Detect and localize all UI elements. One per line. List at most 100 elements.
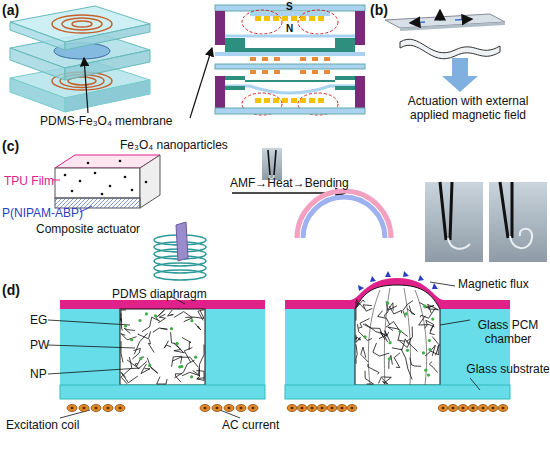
nanoparticle (389, 341, 392, 344)
induction-coil (154, 222, 206, 280)
graphite-fiber (174, 312, 192, 322)
graphite-fiber (135, 361, 147, 369)
coil-turn (115, 405, 125, 412)
leader-arrow (190, 48, 212, 118)
graphite-fiber (407, 327, 418, 352)
nanoparticle (148, 364, 151, 367)
part-label: NP (30, 367, 47, 381)
coil-turn (438, 405, 448, 412)
nanoparticle (178, 365, 181, 368)
graphite-fiber (420, 303, 435, 309)
graphite-fiber (174, 360, 194, 378)
graphite-fiber (403, 301, 413, 318)
device-3d (10, 6, 150, 112)
graphite-fiber (420, 308, 435, 318)
graphite-fiber (121, 372, 138, 382)
graphite-fiber (174, 343, 185, 353)
bending-photos (425, 182, 547, 262)
nanoparticle (405, 312, 408, 315)
panel-label: (b) (370, 2, 388, 18)
graphite-fiber (182, 338, 191, 351)
graphite-fiber (196, 371, 204, 381)
nanoparticle (386, 302, 389, 305)
graphite-fiber (168, 310, 174, 316)
graphite-fiber (356, 344, 357, 363)
nanoparticle (194, 356, 197, 359)
nanoparticle (422, 351, 425, 354)
graphite-fiber (356, 335, 360, 343)
coil-core (472, 407, 475, 409)
coil-turn (224, 405, 234, 412)
nanoparticle (423, 305, 426, 308)
coil-core (71, 407, 74, 409)
nanoparticle (190, 375, 193, 378)
coil-turn (307, 405, 317, 412)
nanoparticle (145, 312, 148, 315)
graphite-fiber (386, 322, 400, 342)
graphite-fiber (199, 345, 204, 375)
graphite-fiber (356, 337, 361, 340)
coil-core (331, 407, 334, 409)
coil-turn (347, 405, 357, 412)
graphite-fiber (124, 328, 135, 333)
coil-core (119, 407, 122, 409)
graphite-fiber (121, 310, 126, 321)
graphite-fiber (410, 358, 421, 367)
part-label: Excitation coil (6, 418, 79, 432)
part-label: PW (30, 338, 49, 352)
coil-turn (458, 405, 468, 412)
graphite-fiber (394, 353, 400, 368)
coil-turn (212, 405, 222, 412)
nanoparticle (431, 318, 434, 321)
nanoparticle (139, 357, 142, 360)
graphite-fiber (379, 377, 392, 384)
coil-core (482, 407, 485, 409)
graphite-fiber (373, 343, 389, 356)
graphite-fiber (356, 302, 358, 321)
graphite-fiber (401, 349, 412, 380)
graphite-fiber (195, 323, 201, 330)
process-label: AMF→Heat→Bending (230, 176, 349, 190)
pcm-cross-section-off (48, 296, 265, 418)
gripper-photo (262, 148, 282, 180)
graphite-network (121, 300, 439, 384)
nanoparticle (428, 348, 431, 351)
nanoparticle (406, 349, 409, 352)
coil-core (216, 407, 219, 409)
coil-turn (498, 405, 508, 412)
coil-turn (79, 405, 89, 412)
coil-core (321, 407, 324, 409)
coil-core (83, 407, 86, 409)
graphite-fiber (158, 314, 165, 323)
coil-turn (337, 405, 347, 412)
nanoparticle (364, 335, 367, 338)
coil-core (492, 407, 495, 409)
graphite-fiber (157, 377, 167, 384)
coil-core (228, 407, 231, 409)
graphite-fiber (121, 334, 137, 340)
graphite-fiber (172, 356, 183, 366)
graphite-fiber (399, 338, 412, 348)
graphite-fiber (407, 306, 415, 315)
graphite-fiber (164, 341, 171, 349)
part-label: PDMS diaphragm (112, 287, 207, 301)
caption-note: Actuation with external applied magnetic… (388, 94, 548, 122)
bent-actuator (297, 191, 391, 238)
coil-turn (297, 405, 307, 412)
nanoparticle (130, 338, 133, 341)
nanoparticle (399, 330, 402, 333)
coil-turn (448, 405, 458, 412)
coil-core (95, 407, 98, 409)
coil-turn (236, 405, 246, 412)
graphite-fiber (429, 362, 437, 373)
graphite-fiber (365, 371, 374, 384)
coil-core (252, 407, 255, 409)
graphite-fiber (363, 305, 372, 311)
part-label: AC current (222, 418, 279, 432)
part-label: Fe₃O₄ nanoparticles (120, 138, 228, 152)
graphite-fiber (389, 306, 401, 314)
graphite-fiber (363, 324, 383, 336)
nanoparticle (190, 319, 193, 322)
graphite-fiber (378, 311, 390, 325)
